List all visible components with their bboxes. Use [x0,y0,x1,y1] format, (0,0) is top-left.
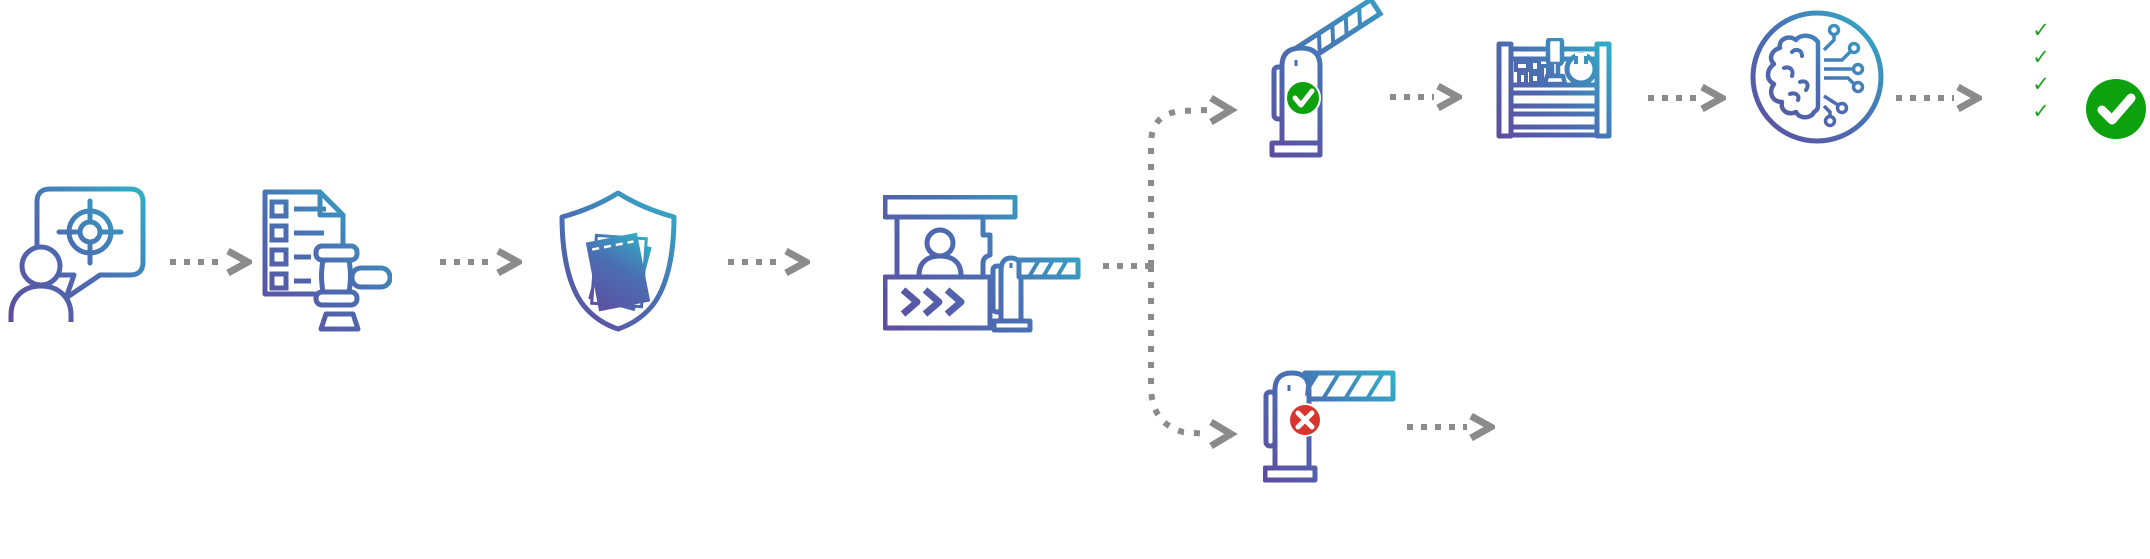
target-icon [56,198,124,266]
arrowhead-icon [784,248,810,276]
attendant-body [916,253,964,276]
circuit-traces [1822,23,1865,128]
rejected-badge-icon [1288,403,1322,437]
checkpoint-booth-barrier-icon [883,195,1081,333]
branch-down-dots [1148,266,1208,437]
connector-arrow-6 [1896,84,1982,112]
rack-left-post [1496,41,1514,139]
booth-panel [883,274,993,331]
success-check-circle-icon [2086,79,2146,139]
attendant-head [924,227,956,259]
arrowhead-icon [1956,84,1982,112]
gate-arm-stripes [1316,7,1363,54]
arrowhead-icon [1700,84,1726,112]
checkmark-icon: ✓ [2032,18,2050,42]
gate-base [991,318,1033,333]
ai-brain-circuit-icon [1750,10,1884,144]
rack-shelf [1508,103,1600,117]
gate-arm-stripes [1027,258,1069,279]
wrench-tool [1564,52,1598,86]
gate-arm-stripes [1321,371,1385,401]
booth-walls [894,217,993,277]
brain-folds [1782,47,1810,102]
junction-split-connector [1103,94,1238,450]
person-target-speech-bubble-icon [8,186,146,322]
rack-right-post [1594,41,1612,139]
barrier-open-icon [1269,0,1384,158]
connector-arrow-1 [170,248,252,276]
connector-arrow-5 [1648,84,1726,112]
connector-arrow-2 [440,248,522,276]
brain-half [1765,33,1821,120]
small-tools [1514,59,1550,86]
arrowhead-icon [226,248,252,276]
arrowhead-icon [1209,94,1238,126]
connector-arrow-3 [728,248,810,276]
arrowhead-icon [1436,83,1462,111]
connector-arrow-4 [1390,83,1462,111]
connector-arrow-7 [1407,413,1495,441]
gate-arm-solid-band [1305,375,1319,397]
checkmark-list: ✓ ✓ ✓ ✓ [2026,18,2056,123]
booth-roof [883,195,1018,220]
gate-base [1263,465,1318,483]
arrowhead-icon [1209,418,1238,450]
document-fold [317,192,343,218]
branch-up-dots [1148,107,1208,266]
document-stack [585,232,652,312]
checkbox-rows [269,199,326,291]
person-head [19,244,63,288]
checkmark-icon: ✓ [2032,72,2050,96]
gavel-icon [313,243,392,332]
gate-base [1269,140,1323,158]
chevrons-icon [900,287,965,317]
arrowhead-icon [496,248,522,276]
barrier-closed-icon [1263,370,1396,483]
mallet-tool [1542,38,1568,87]
approved-badge-icon [1285,80,1321,116]
arrowhead-icon [1469,413,1495,441]
checkmark-icon: ✓ [2032,45,2050,69]
shield-documents-icon [559,190,677,332]
toolbox-icon [1496,38,1612,139]
rack-shelf [1508,124,1600,138]
checklist-gavel-icon [262,189,392,332]
person-body [8,283,74,322]
checkmark-icon: ✓ [2032,99,2050,123]
